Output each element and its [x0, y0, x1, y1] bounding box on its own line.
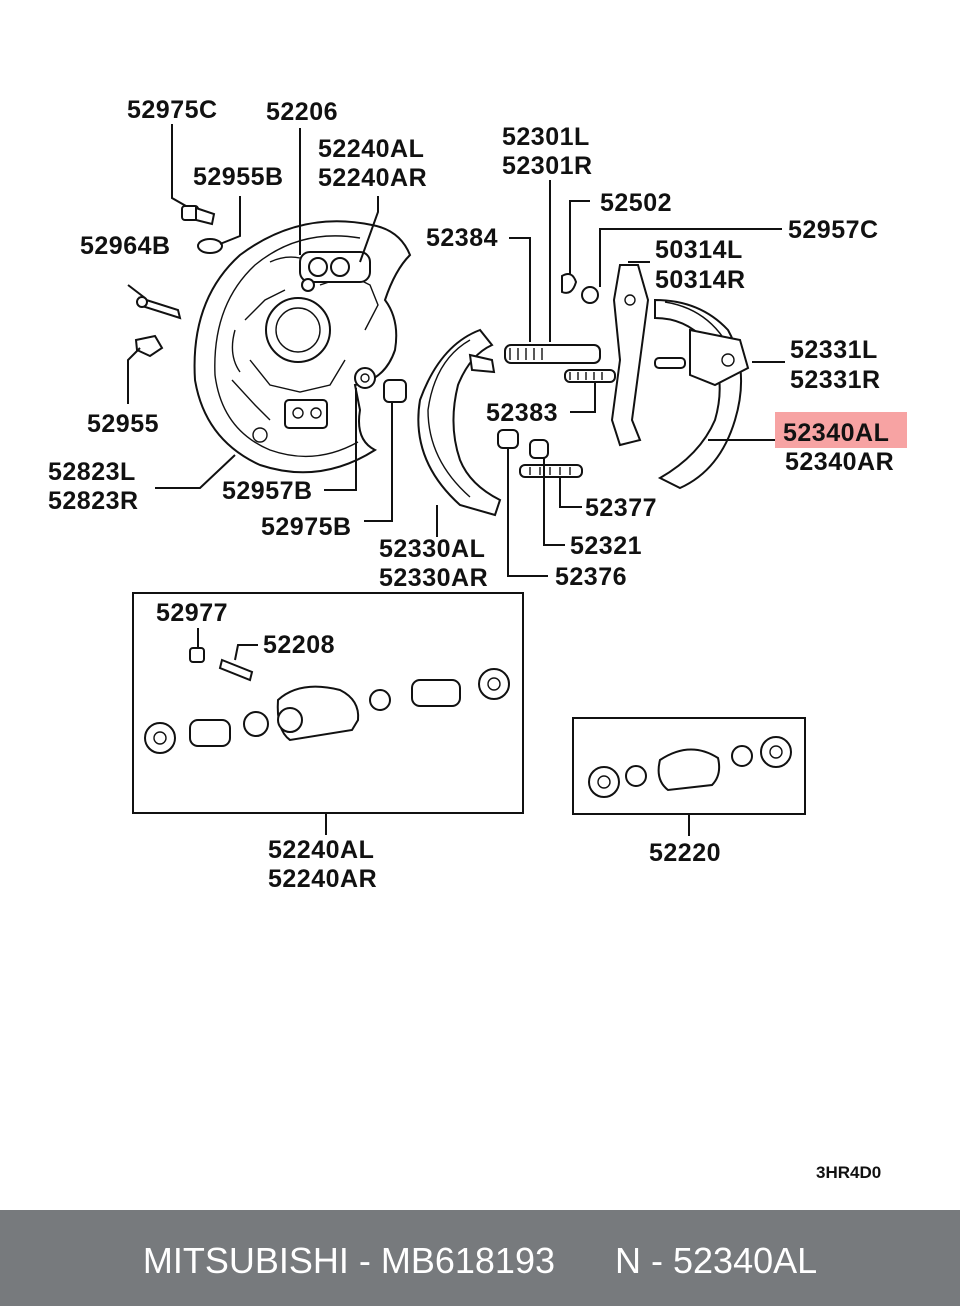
- label-52823R[interactable]: 52823R: [48, 487, 139, 515]
- small-parts-left: [134, 205, 407, 403]
- wheel-cylinder-parts: [144, 647, 510, 754]
- label-52330AL[interactable]: 52330AL: [379, 535, 485, 563]
- label-52955B[interactable]: 52955B: [193, 163, 284, 191]
- label-52301L[interactable]: 52301L: [502, 123, 590, 151]
- label-52975C[interactable]: 52975C: [127, 96, 218, 124]
- brake-shoe-left-drawing: [417, 328, 502, 517]
- label-52220[interactable]: 52220: [649, 839, 721, 867]
- label-52383[interactable]: 52383: [486, 399, 558, 427]
- label-52340AR[interactable]: 52340AR: [785, 448, 894, 476]
- label-52957B[interactable]: 52957B: [222, 477, 313, 505]
- label-52330AR[interactable]: 52330AR: [379, 564, 488, 592]
- label-52955[interactable]: 52955: [87, 410, 159, 438]
- label-52240AL-top[interactable]: 52240AL: [318, 135, 424, 163]
- label-52301R[interactable]: 52301R: [502, 152, 593, 180]
- highlight-box: [775, 412, 907, 448]
- label-52377[interactable]: 52377: [585, 494, 657, 522]
- label-52964B[interactable]: 52964B: [80, 232, 171, 260]
- label-50314R[interactable]: 50314R: [655, 266, 746, 294]
- label-52975B[interactable]: 52975B: [261, 513, 352, 541]
- backing-plate-drawing: [193, 220, 412, 474]
- label-52331L[interactable]: 52331L: [790, 336, 878, 364]
- brake-shoe-right-drawing: [654, 298, 750, 490]
- label-52376[interactable]: 52376: [555, 563, 627, 591]
- label-52977[interactable]: 52977: [156, 599, 228, 627]
- footer-part-info: MITSUBISHI - MB618193 N - 52340AL: [142, 1240, 818, 1281]
- brake-parts-diagram: 52975C 52206 52240AL 52240AR 52955B 5296…: [48, 96, 907, 1182]
- leader-lines: [127, 124, 785, 836]
- footer-bar: MITSUBISHI - MB618193 N - 52340AL: [0, 1210, 960, 1306]
- part-labels: 52975C 52206 52240AL 52240AR 52955B 5296…: [48, 96, 894, 1182]
- label-52823L[interactable]: 52823L: [48, 458, 136, 486]
- label-52240AL-box[interactable]: 52240AL: [268, 836, 374, 864]
- label-52340AL[interactable]: 52340AL: [783, 419, 889, 447]
- adjuster-springs-drawing: [497, 273, 686, 478]
- label-52331R[interactable]: 52331R: [790, 366, 881, 394]
- parking-lever-drawing: [610, 264, 650, 447]
- wheel-cylinder-box: [132, 592, 524, 814]
- repair-kit-parts: [588, 736, 792, 798]
- label-52321[interactable]: 52321: [570, 532, 642, 560]
- label-52957C[interactable]: 52957C: [788, 216, 879, 244]
- label-52206[interactable]: 52206: [266, 98, 338, 126]
- label-52240AR-box[interactable]: 52240AR: [268, 865, 377, 893]
- label-52384[interactable]: 52384: [426, 224, 498, 252]
- label-52240AR-top[interactable]: 52240AR: [318, 164, 427, 192]
- label-52208[interactable]: 52208: [263, 631, 335, 659]
- label-50314L[interactable]: 50314L: [655, 236, 743, 264]
- diagram-code: 3HR4D0: [816, 1163, 881, 1182]
- label-52502[interactable]: 52502: [600, 189, 672, 217]
